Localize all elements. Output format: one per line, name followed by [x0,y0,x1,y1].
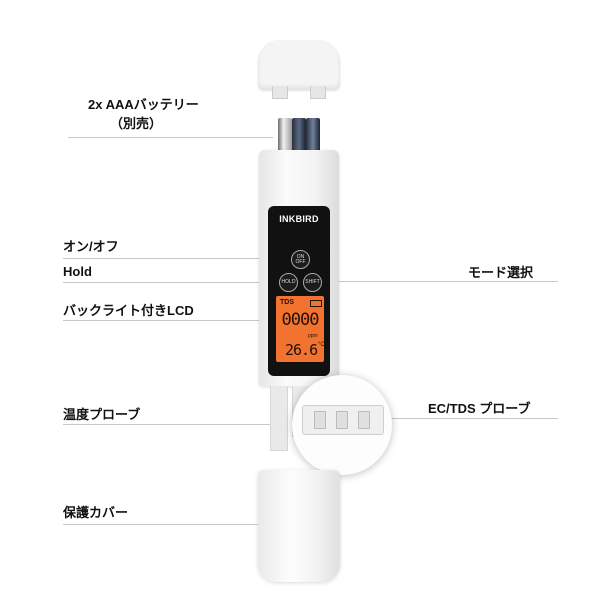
power-button-line2: OFF [295,258,306,265]
leader-line-power [63,258,285,259]
shift-button[interactable]: SHIFT [303,273,322,292]
battery-indicator-icon [310,300,322,307]
label-cover: 保護カバー [63,505,129,520]
protective-cover [258,470,340,582]
lcd-temperature-unit: °C [318,342,325,348]
lcd-unit: ppm [308,333,318,339]
label-battery: 2x AAAバッテリー [88,97,199,112]
top-cap-tabs [266,86,332,99]
battery-left [278,118,292,154]
leader-line-temp-probe [63,424,275,425]
leader-line-cover [63,524,301,525]
probe-zoom-pin-left [314,411,326,429]
brand-logo: INKBIRD [279,214,319,224]
probe-zoom-pin-right [358,411,370,429]
lcd-temperature: 26.6 [285,341,318,359]
battery-right [306,118,320,154]
label-ec-probe: EC/TDS プローブ [428,401,531,416]
hold-button[interactable]: HOLD [279,273,298,292]
label-power: オン/オフ [63,239,119,254]
leader-line-hold [63,282,277,283]
probe-zoom-pin-mid [336,411,348,429]
leader-line-backlight [63,320,277,321]
battery-mid [292,118,306,154]
probe-zoom-view [292,375,392,475]
label-backlight-lcd: バックライト付きLCD [63,303,194,318]
temperature-probe [270,386,288,451]
lcd-display [276,296,324,362]
label-temp-probe: 温度プローブ [63,407,141,422]
power-button-line1: ON [296,253,305,260]
leader-line-battery [68,137,273,138]
leader-line-mode [318,281,558,282]
lcd-main-reading: 0000 [281,310,320,330]
label-hold: Hold [63,264,92,279]
leader-line-ec-probe [378,418,558,419]
lcd-mode-text: TDS [280,299,294,306]
power-button[interactable]: ON OFF [291,250,310,269]
label-battery-note: （別売） [110,116,163,131]
top-cap [258,40,340,90]
label-mode: モード選択 [468,265,534,280]
